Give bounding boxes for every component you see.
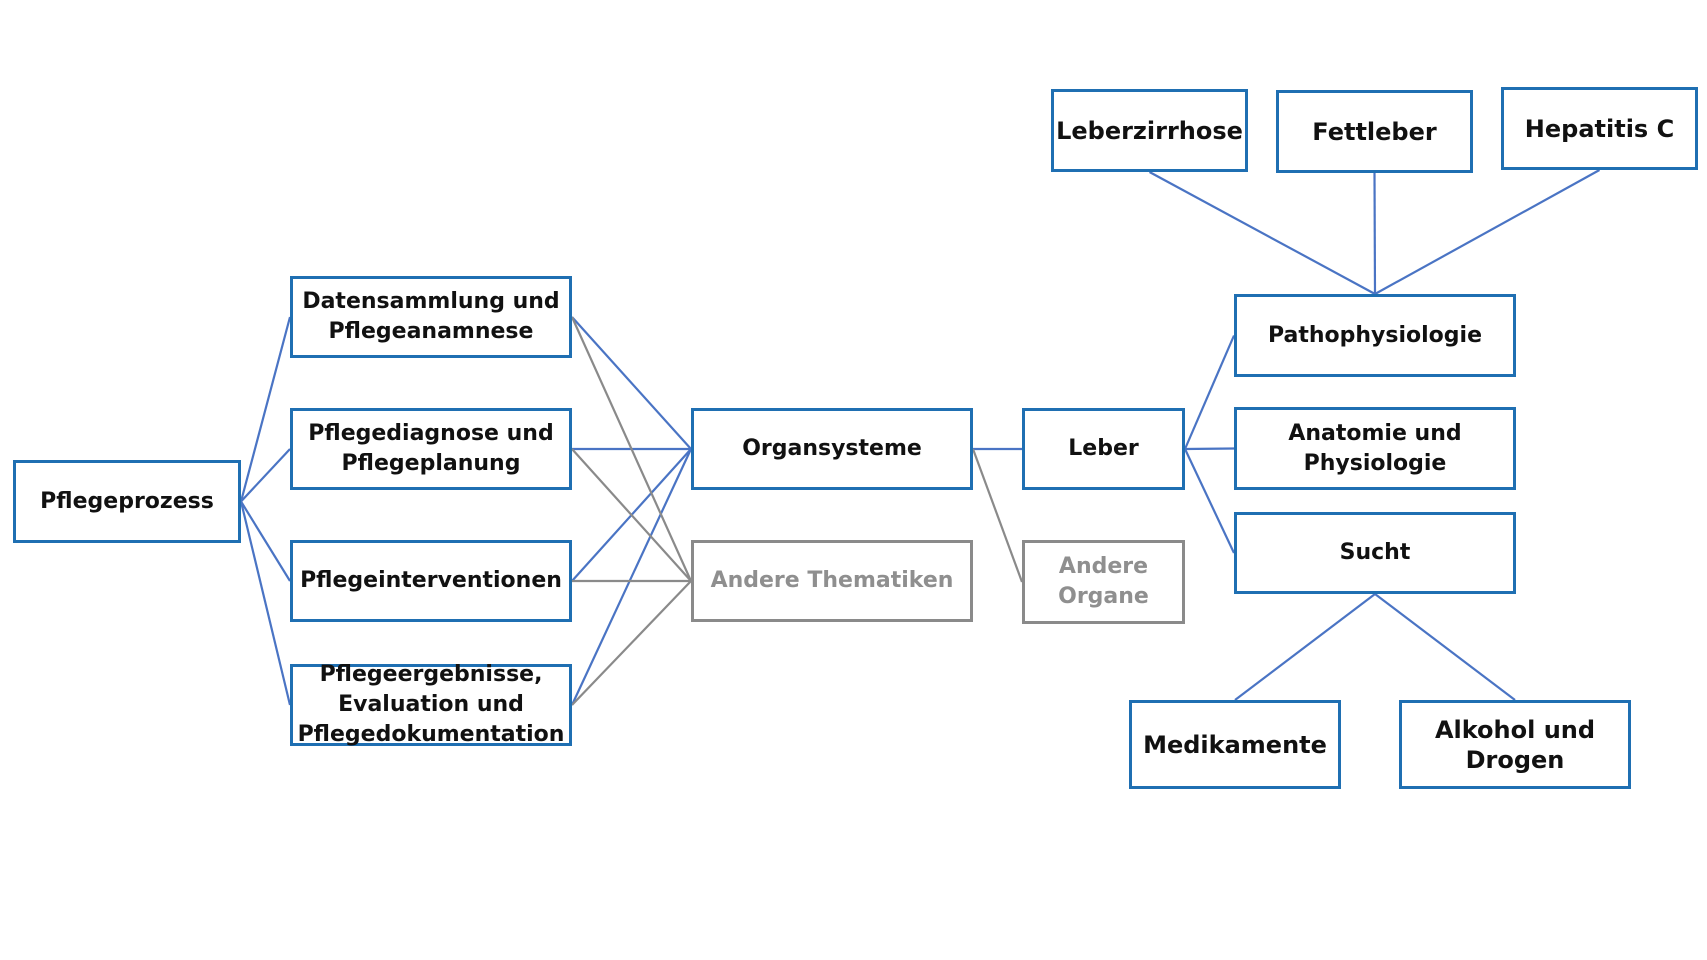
node-fettleber: Fettleber [1276, 90, 1473, 173]
node-pflegeergebnisse: Pflegeergebnisse, Evaluation und Pfleged… [290, 662, 572, 747]
node-leberzirrhose: Leberzirrhose [1051, 89, 1248, 172]
node-alkohol: Alkohol und Drogen [1399, 700, 1631, 789]
node-pflegediagnose: Pflegediagnose und Pflegeplanung [290, 408, 572, 490]
edge-pflegeprozess-datensammlung [239, 316, 292, 502]
edge-pflegeprozess-pflegediagnose [240, 448, 291, 503]
node-medikamente: Medikamente [1129, 700, 1341, 789]
node-leber: Leber [1022, 408, 1185, 490]
edge-pflegeergebnisse-andere_thematiken [571, 580, 692, 706]
edge-sucht-alkohol [1374, 593, 1516, 701]
node-pathophysiologie: Pathophysiologie [1234, 294, 1516, 377]
node-pflegeinterventionen: Pflegeinterventionen [290, 540, 572, 622]
edge-pathophysiologie-fettleber [1373, 172, 1377, 295]
edge-pflegeprozess-pflegeinterventionen [240, 500, 291, 582]
node-anatomie: Anatomie und Physiologie [1234, 407, 1516, 490]
edge-datensammlung-andere_thematiken [570, 316, 693, 582]
edge-leber-sucht [1184, 448, 1235, 554]
edge-pathophysiologie-leberzirrhose [1148, 171, 1376, 295]
edge-leber-pathophysiologie [1183, 335, 1236, 450]
node-andere-organe: Andere Organe [1022, 540, 1185, 624]
node-hepatitis-c: Hepatitis C [1501, 87, 1698, 170]
edge-pathophysiologie-hepatitis_c [1374, 169, 1601, 295]
edge-datensammlung-organsysteme [571, 316, 692, 450]
edge-organsysteme-andere_organe [971, 448, 1024, 583]
node-datensammlung: Datensammlung und Pflegeanamnese [290, 276, 572, 358]
edge-leber-anatomie [1184, 447, 1235, 451]
node-pflegeprozess: Pflegeprozess [13, 460, 241, 543]
edge-pflegediagnose-andere_thematiken [571, 448, 692, 582]
node-andere-thematiken: Andere Thematiken [691, 540, 973, 622]
node-sucht: Sucht [1234, 512, 1516, 594]
edge-pflegeergebnisse-organsysteme [571, 448, 692, 706]
edge-pflegeprozess-pflegeergebnisse [239, 501, 292, 706]
edge-sucht-medikamente [1234, 593, 1376, 701]
node-organsysteme: Organsysteme [691, 408, 973, 490]
